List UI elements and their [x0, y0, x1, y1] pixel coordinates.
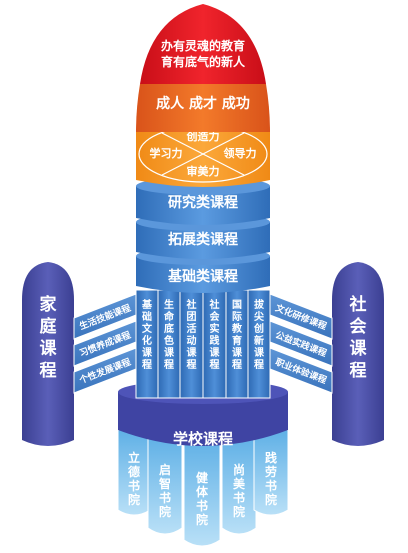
column-label-5: 国际教育课程: [231, 299, 243, 371]
column-label-4: 社会实践课程: [209, 298, 221, 371]
column-label-2: 生命底色课程: [163, 298, 175, 371]
base-label: 学校课程: [173, 430, 233, 448]
column-label-1: 基础文化课程: [141, 298, 153, 371]
layer-research: [136, 186, 270, 225]
goal-band: 成人 成才 成功: [136, 84, 270, 132]
right-booster-shape: [332, 262, 384, 446]
column-6: [247, 289, 271, 399]
left-booster-title: 家庭课程: [40, 294, 58, 381]
layer-basic: [136, 256, 270, 293]
layer-label-research: 研究类课程: [168, 194, 238, 211]
columns: 基础文化课程 生命底色课程 社团活动课程 社会实践课程 国际教育课程 拔尖创新课…: [135, 289, 271, 399]
right-booster: 社会课程: [332, 262, 384, 446]
flame-label-5: 践劳书院: [265, 450, 277, 507]
goal-label: 成人 成才 成功: [156, 95, 250, 112]
rocket-tip: 办有灵魂的教育 育有底气的新人: [140, 4, 266, 84]
left-connectors: 生活技能课程 习惯养成课程 个性发展课程: [73, 293, 137, 394]
ability-top: 创造力: [186, 129, 220, 143]
flame-label-2: 启智书院: [158, 462, 171, 519]
ability-right: 领导力: [223, 146, 257, 160]
flame-1: 立德书院: [117, 429, 151, 516]
left-booster: 家庭课程: [22, 262, 74, 446]
body-layers: 基础类课程 拓展类课程 研究类课程: [136, 177, 270, 293]
left-booster-shape: [22, 262, 74, 446]
flame-label-3: 健体书院: [196, 470, 209, 527]
tip-line-1: 办有灵魂的教育: [161, 38, 245, 53]
flames: 立德书院 启智书院 健体书院 尚美书院 践劳书院: [117, 429, 289, 547]
ability-bottom: 审美力: [187, 164, 220, 178]
right-connectors: 文化研修课程 公益实践课程 职业体验课程: [269, 293, 333, 394]
column-label-3: 社团活动课程: [186, 298, 198, 371]
ability-left: 学习力: [150, 146, 183, 160]
layer-extend: [136, 222, 270, 259]
flame-label-4: 尚美书院: [233, 462, 246, 519]
layer-label-basic: 基础类课程: [168, 268, 238, 285]
layer-label-extend: 拓展类课程: [168, 231, 238, 248]
right-booster-title: 社会课程: [349, 294, 368, 381]
flame-2: 启智书院: [147, 435, 183, 535]
column-label-6: 拔尖创新课程: [253, 298, 265, 371]
abilities-band: 创造力 学习力 领导力 审美力: [136, 125, 270, 187]
flame-label-1: 立德书院: [128, 450, 140, 507]
flame-3: 健体书院: [183, 437, 221, 547]
flame-5: 践劳书院: [253, 429, 289, 516]
flame-4: 尚美书院: [221, 435, 257, 535]
tip-line-2: 育有底气的新人: [161, 54, 246, 69]
